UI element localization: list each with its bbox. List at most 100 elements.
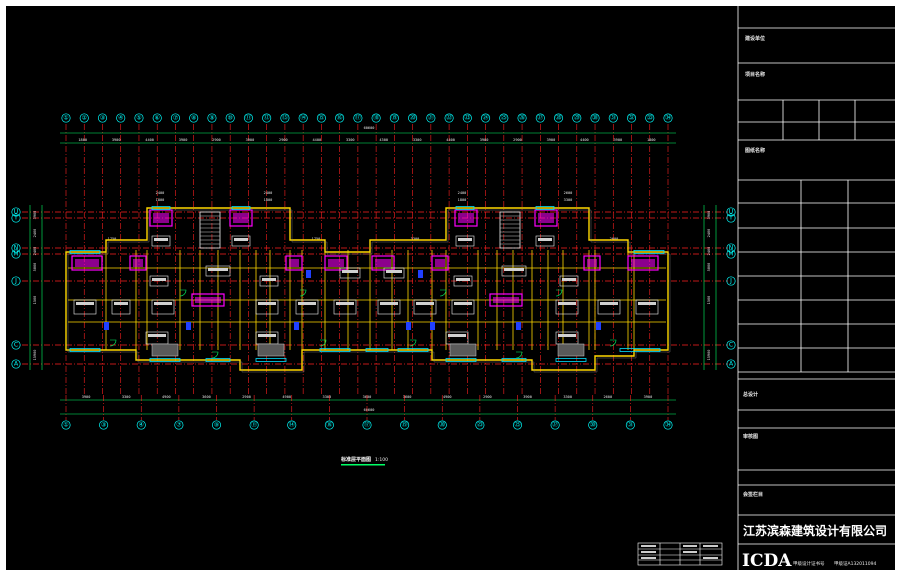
bay-dim-label: 2400 xyxy=(264,191,273,195)
axis-label-top: ① xyxy=(63,115,68,122)
axis-bubble-top xyxy=(170,113,181,123)
window xyxy=(619,348,661,352)
axis-bubble-left xyxy=(11,359,21,369)
door-swing xyxy=(409,339,417,347)
building-outline-inner xyxy=(67,209,671,373)
top-dim-label: 1800 xyxy=(647,138,656,142)
axis-label-left: J xyxy=(14,278,17,285)
wet-area xyxy=(229,209,253,227)
window xyxy=(535,206,555,210)
field-name-label: 项目名称 xyxy=(745,71,765,78)
axis-label-top: ㉛ xyxy=(610,114,616,122)
furniture xyxy=(151,235,171,247)
axis-label-bottom: ⑭ xyxy=(289,421,295,429)
wet-area-fill xyxy=(493,297,519,303)
door-swing xyxy=(555,289,563,297)
axis-bubble-top xyxy=(152,113,162,123)
axis-bubble-top xyxy=(371,113,381,123)
structural-column xyxy=(104,322,109,330)
axis-label-bottom: ㉕ xyxy=(514,421,520,429)
legend-table xyxy=(637,542,723,566)
right-dim-label: 1500 xyxy=(707,296,711,305)
overall-dim-bottom: 60600 xyxy=(364,408,375,412)
axis-label-bottom: ⑰ xyxy=(364,421,370,429)
furniture xyxy=(559,275,579,287)
axis-bubble-top xyxy=(79,113,89,123)
wet-area xyxy=(489,293,523,307)
left-dim-label: 2400 xyxy=(33,229,37,238)
top-dim-label: 2900 xyxy=(212,138,221,142)
structural-column xyxy=(516,322,521,330)
axis-label-left: U xyxy=(14,209,18,216)
furniture xyxy=(333,299,357,315)
plan-scale: 1:100 xyxy=(375,457,388,463)
top-dim-label: 3900 xyxy=(112,138,121,142)
furniture-detail xyxy=(538,238,552,241)
furniture xyxy=(255,299,279,315)
bay-dim-label: 1800 xyxy=(264,198,273,202)
window xyxy=(205,358,231,362)
title-block xyxy=(737,5,896,571)
axis-label-bottom: ⑨ xyxy=(214,422,219,429)
axis-bubble-right xyxy=(726,249,736,259)
window xyxy=(455,206,475,210)
axis-label-top: ㉓ xyxy=(464,114,470,122)
axis-bubble-top xyxy=(572,113,582,123)
right-dim-label: 15900 xyxy=(707,350,711,361)
axis-label-top: ⑰ xyxy=(355,114,361,122)
furniture xyxy=(295,299,319,315)
furniture xyxy=(111,299,131,315)
bottom-dim-label: 4900 xyxy=(443,395,452,399)
axis-label-bottom: ㉛ xyxy=(627,421,633,429)
axis-label-top: ⑬ xyxy=(282,114,288,122)
bay-dim-label: 2600 xyxy=(564,191,573,195)
top-dim-label: 3900 xyxy=(179,138,188,142)
top-dim-label: 4300 xyxy=(379,138,388,142)
furniture xyxy=(339,267,361,279)
right-dim-label: 5800 xyxy=(707,263,711,272)
axis-label-top: ③ xyxy=(100,115,105,122)
furniture-detail xyxy=(454,302,472,305)
axis-label-top: ⑧ xyxy=(191,115,196,122)
furniture xyxy=(535,235,555,247)
top-dim-label: 4400 xyxy=(313,138,322,142)
window xyxy=(365,348,389,352)
axis-label-top: ㉜ xyxy=(629,114,635,122)
wet-area-fill xyxy=(233,213,249,223)
axis-bubble-bottom xyxy=(437,420,447,430)
axis-bubble-bottom xyxy=(211,420,222,430)
axis-label-right: N xyxy=(729,245,734,252)
drawing-sheet xyxy=(5,5,896,571)
axis-bubble-top xyxy=(189,113,199,123)
wet-area xyxy=(129,255,147,271)
field-checker-label: 审核图 xyxy=(743,433,758,440)
axis-label-top: ㉙ xyxy=(574,114,580,122)
bay-dim-label: 1800 xyxy=(156,198,165,202)
right-dim-label: 2400 xyxy=(707,229,711,238)
axis-label-bottom: ㉞ xyxy=(665,421,671,429)
axis-bubble-bottom xyxy=(550,420,560,430)
axis-bubble-bottom xyxy=(625,420,635,430)
left-dim-label: 2400 xyxy=(33,247,37,256)
axis-bubble-right xyxy=(726,340,736,350)
axis-bubble-top xyxy=(225,113,235,123)
axis-label-left: A xyxy=(14,361,19,368)
axis-bubble-top xyxy=(408,113,418,123)
axis-label-bottom: ㉗ xyxy=(552,421,558,429)
axis-label-bottom: ⑳ xyxy=(439,421,445,429)
furniture-detail xyxy=(342,270,358,273)
structural-column xyxy=(418,270,423,278)
furniture xyxy=(149,275,169,287)
left-dim-label: 1500 xyxy=(33,296,37,305)
wet-area-fill xyxy=(133,259,143,267)
axis-label-top: ⑭ xyxy=(300,114,306,122)
wet-area xyxy=(534,209,558,227)
axis-bubble-right xyxy=(726,243,736,253)
axis-label-bottom: ⑦ xyxy=(176,422,182,429)
axis-bubble-bottom xyxy=(362,420,372,430)
furniture xyxy=(383,267,405,279)
axis-label-bottom: ① xyxy=(63,422,68,429)
axis-bubble-right xyxy=(726,359,736,369)
